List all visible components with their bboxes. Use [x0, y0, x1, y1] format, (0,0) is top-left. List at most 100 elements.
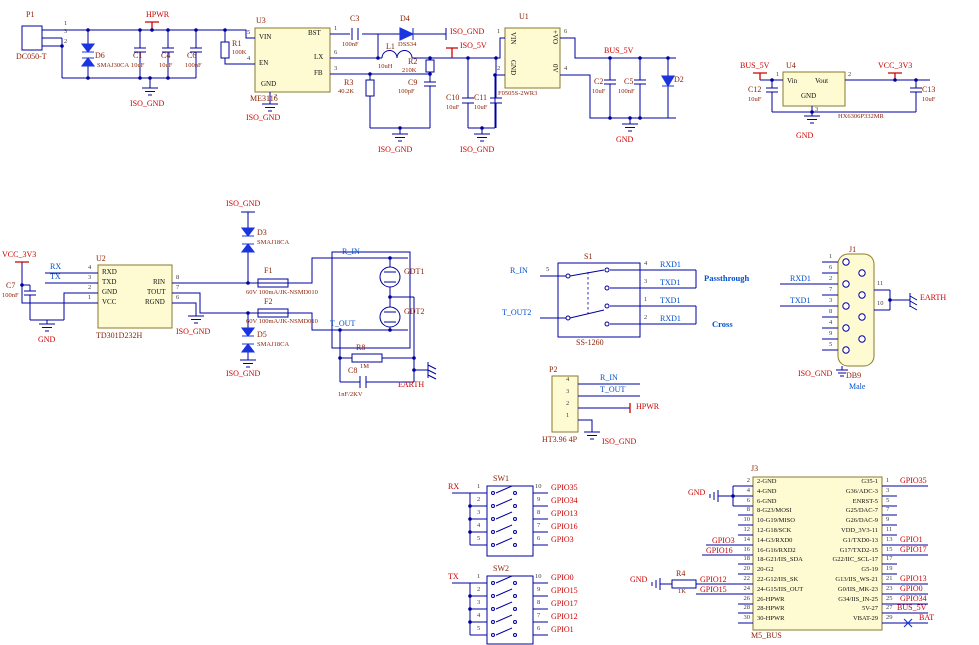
sw1-num2: 2 — [477, 496, 481, 503]
p1-ref: P1 — [26, 10, 35, 19]
j1-num11: 11 — [877, 280, 884, 287]
j3-rn13: 27 — [886, 604, 893, 611]
sw1-gpio13: GPIO13 — [551, 509, 578, 518]
c13-ref: C13 — [922, 85, 936, 94]
sw2-num6: 6 — [537, 625, 541, 632]
vcc-3v3-2: VCC_3V3 — [2, 250, 37, 259]
sw1-num3: 3 — [477, 509, 481, 516]
s1-rxd1a: RXD1 — [660, 260, 681, 269]
gpio15-net: GPIO15 — [700, 585, 727, 594]
u1-pin-vin: VIN — [509, 32, 517, 45]
j3-l5: 12-G18/SCK — [757, 527, 792, 534]
j3-ln14: 30 — [743, 614, 751, 621]
j1-num5: 5 — [829, 341, 833, 348]
sw2-num4: 4 — [477, 612, 481, 619]
iso-gnd-8: ISO_GND — [798, 369, 833, 378]
j1-num7: 7 — [829, 286, 833, 293]
j3-rn12: 25 — [886, 595, 893, 602]
j3-ref: J3 — [751, 464, 759, 473]
c10-val: 10uF — [446, 104, 460, 111]
r3-ref: R3 — [344, 78, 354, 87]
j3-rn4: 9 — [886, 516, 890, 523]
c2-ref: C2 — [594, 77, 604, 86]
ic-u2-body — [97, 264, 173, 329]
f2-ref: F2 — [264, 297, 273, 306]
r4-ref: R4 — [676, 569, 686, 578]
j3-ln7: 16 — [743, 546, 751, 553]
p1-part: DC050-T — [16, 52, 47, 61]
j3-r13: 5V-27 — [861, 605, 878, 612]
j1-txd1: TXD1 — [790, 296, 811, 305]
r8-val: 1M — [360, 363, 370, 370]
u3-num4: 4 — [247, 55, 251, 62]
m5bus-label: M5_BUS — [751, 631, 782, 640]
u2-num7: 7 — [176, 284, 180, 291]
j3-rn3: 7 — [886, 506, 890, 513]
j3-r11: G0/IIS_MK-23 — [837, 586, 878, 593]
j3-l14: 30-HPWR — [757, 615, 785, 622]
c4-ref: C4 — [161, 51, 171, 60]
u1-pin-vo: +VO — [551, 30, 559, 45]
hpwr-net-1: HPWR — [146, 10, 170, 19]
u2-num8: 8 — [176, 274, 180, 281]
j3-rn9: 19 — [886, 565, 893, 572]
u3-num2: 2 — [274, 93, 278, 100]
f1-val: 60V 100mA/JK-NSMD010 — [246, 289, 318, 296]
c5-val: 100nF — [618, 88, 635, 95]
d6-ref: D6 — [95, 51, 105, 60]
f2-val: 60V 100mA/JK-NSMD010 — [246, 318, 318, 325]
s1-tout2-net: T_OUT2 — [502, 308, 532, 317]
junction-dots — [20, 28, 918, 624]
u1-ref: U1 — [519, 12, 529, 21]
c3-val: 100nF — [342, 41, 359, 48]
u3-pin-en: EN — [259, 59, 269, 67]
sw2-num3: 3 — [477, 599, 481, 606]
j3-r7: G17/TXD2-15 — [839, 547, 878, 554]
j3-rn1: 3 — [886, 487, 890, 494]
rx-net-1: RX — [50, 262, 62, 271]
j3-l6: 14-G3/RXD0 — [757, 537, 793, 544]
tvs-diode-d5 — [240, 327, 256, 353]
p1-pin3: 3 — [64, 28, 68, 35]
s1-part: SS-1260 — [576, 338, 604, 347]
j3-r12: G34/IIS_IN-25 — [838, 596, 878, 603]
j3-l2: 6-GND — [757, 498, 777, 505]
u3-ref: U3 — [256, 16, 266, 25]
u2-ref: U2 — [96, 254, 106, 263]
j3-ln4: 10 — [743, 516, 751, 523]
u4-pin-gnd: GND — [801, 92, 817, 100]
u2-pin-vcc: VCC — [102, 298, 117, 306]
c6-ref: C6 — [187, 51, 197, 60]
j3-r1: G36/ADC-3 — [845, 488, 878, 495]
iso-gnd-4: ISO_GND — [460, 145, 495, 154]
sw1-gpio35: GPIO35 — [551, 483, 578, 492]
j3-rn10: 21 — [886, 575, 893, 582]
p2-num2: 2 — [566, 400, 570, 407]
gpio1-net: GPIO1 — [900, 535, 923, 544]
p1-pin1: 1 — [64, 20, 68, 27]
r4-val: 1K — [678, 588, 686, 595]
j3-l8: 18-G21/IIS_SDA — [757, 556, 803, 563]
j3-ln13: 28 — [743, 604, 751, 611]
j3-ln0: 2 — [746, 477, 750, 484]
switch-sw1-body — [486, 485, 534, 557]
earth-1: EARTH — [398, 380, 425, 389]
j3-ln12: 26 — [743, 595, 751, 602]
iso-gnd-5: ISO_GND — [226, 199, 261, 208]
j3-rn11: 23 — [886, 585, 893, 592]
iso-gnd-3: ISO_GND — [378, 145, 413, 154]
gdt1-ref: GDT1 — [404, 267, 425, 276]
r1-val: 100K — [232, 49, 247, 56]
u3-num3: 3 — [334, 65, 338, 72]
r2-ref: R2 — [408, 57, 418, 66]
j3-rn7: 15 — [886, 546, 893, 553]
c7-ref: C7 — [6, 281, 16, 290]
r3-val: 40.2K — [338, 88, 355, 95]
p2-num1: 1 — [566, 412, 570, 419]
u2-pin-rin: RIN — [153, 278, 166, 286]
iso-gnd-2: ISO_GND — [450, 27, 485, 36]
c9-val: 100pF — [398, 88, 415, 95]
gpio35-net: GPIO35 — [900, 476, 927, 485]
j3-rn2: 5 — [886, 497, 890, 504]
p2-num4: 4 — [566, 376, 570, 383]
